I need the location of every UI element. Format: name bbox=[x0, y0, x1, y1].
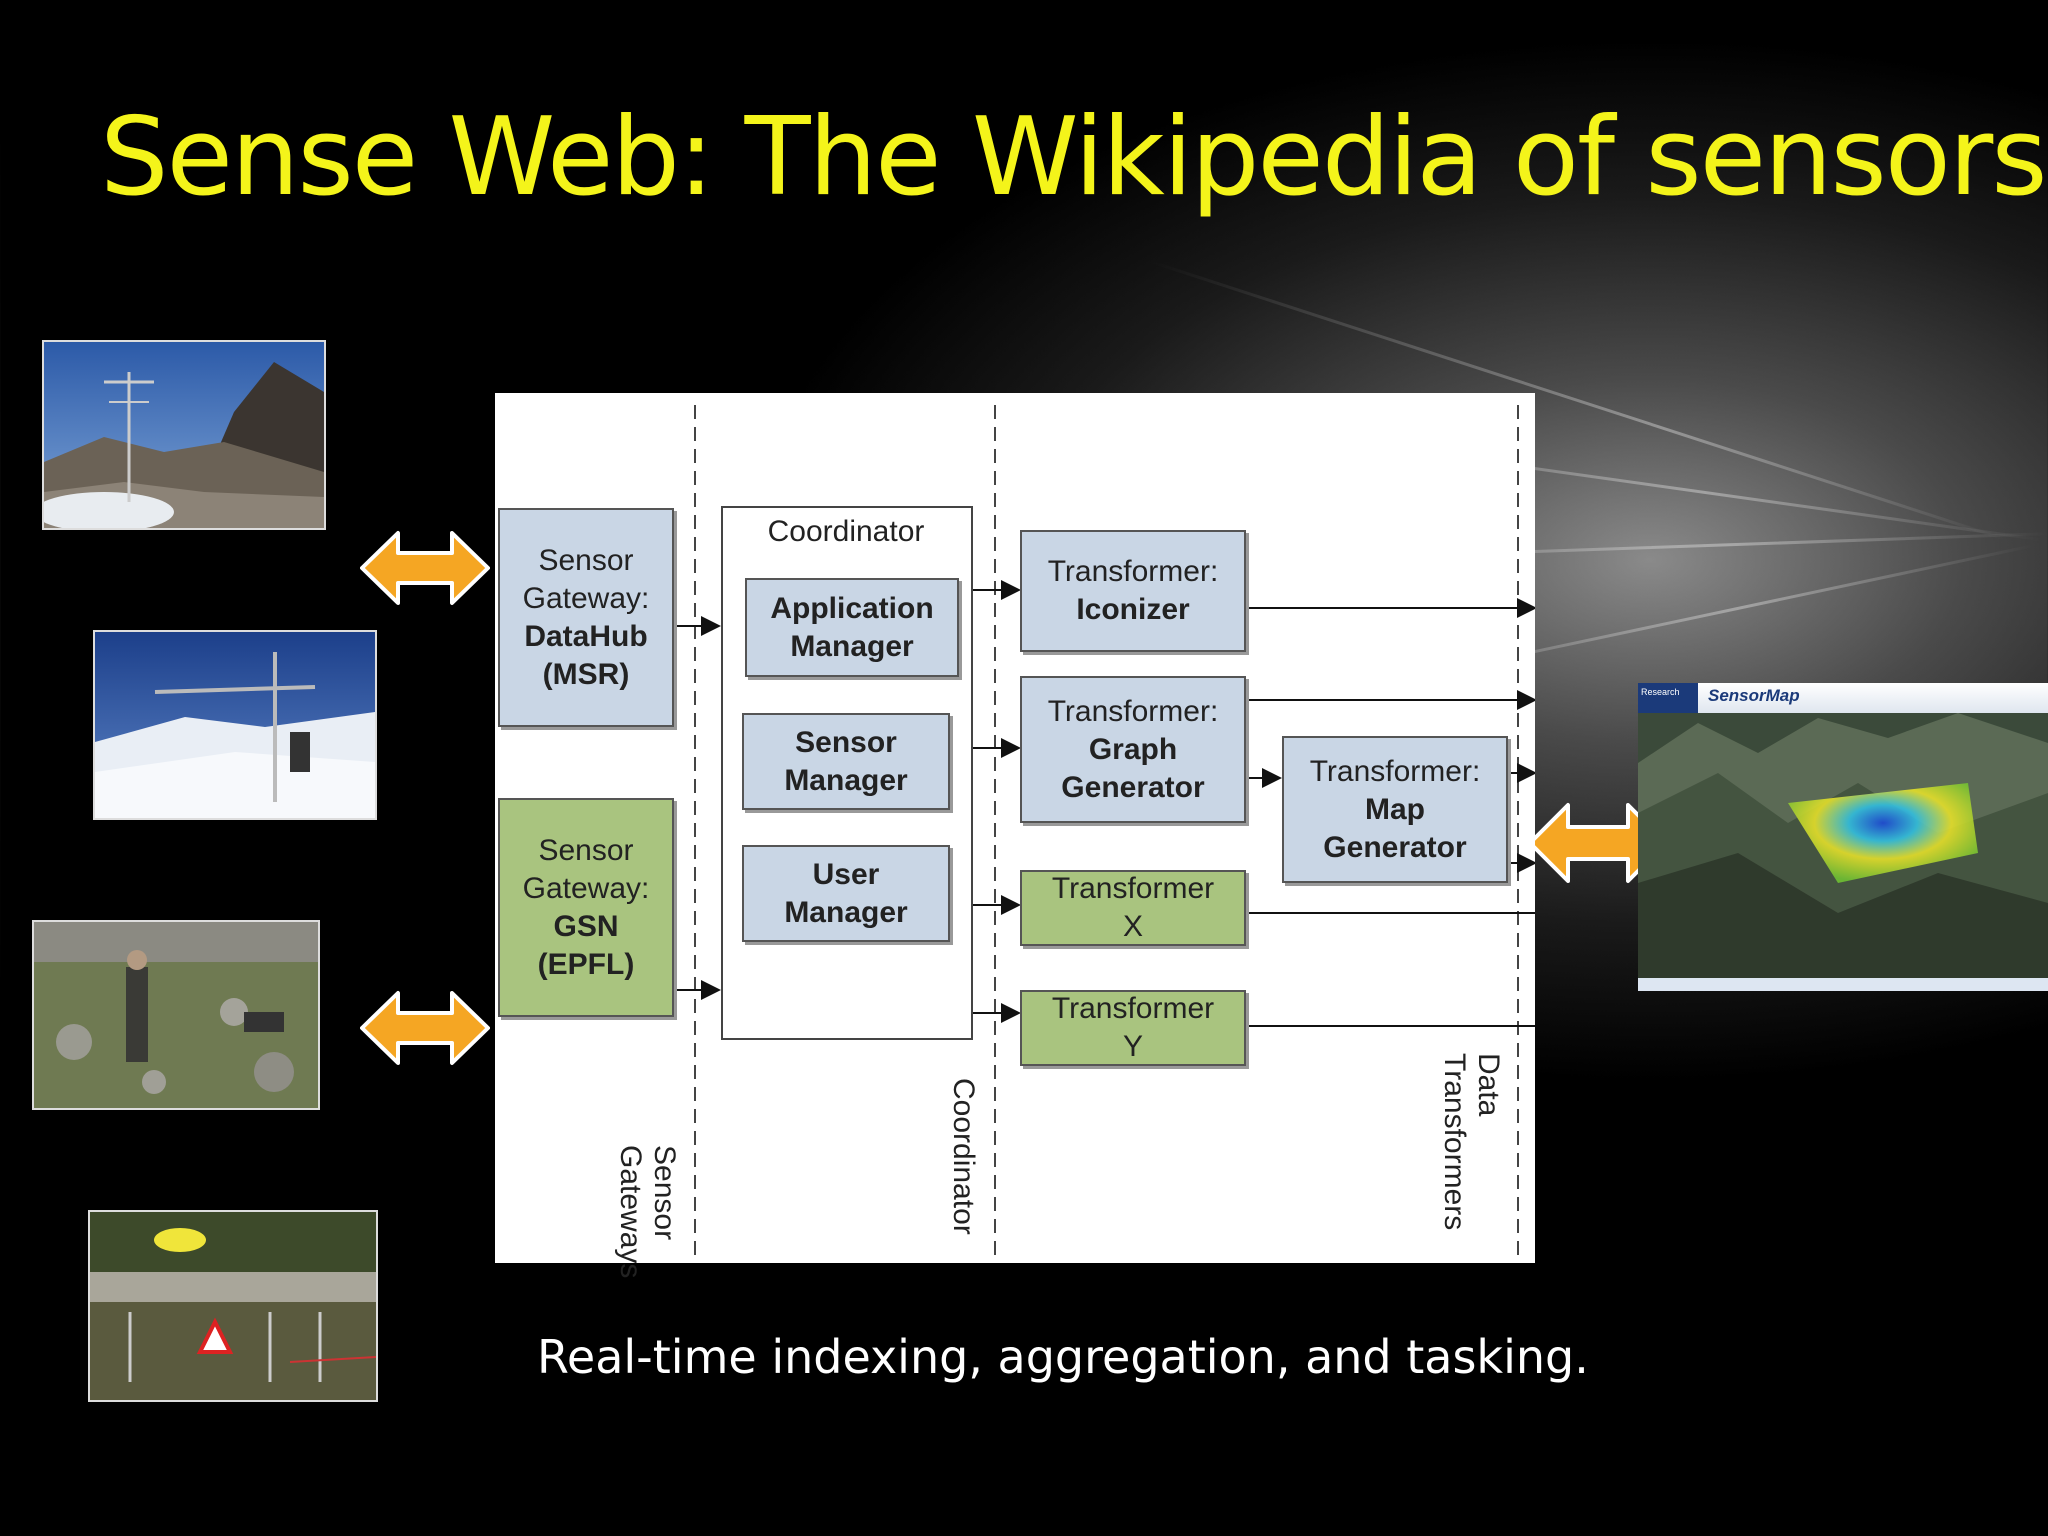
sensormap-brand: SensorMap bbox=[1708, 686, 1800, 705]
box-text: Graph bbox=[1088, 732, 1178, 766]
box-text: Manager bbox=[784, 895, 908, 929]
gateway-datahub-msr: Sensor Gateway: DataHub (MSR) bbox=[498, 508, 674, 727]
transformer-x: Transformer X bbox=[1020, 870, 1246, 946]
sensor-manager: Sensor Manager bbox=[742, 713, 950, 810]
box-text: Gateway: bbox=[522, 871, 650, 905]
box-text: Transformer bbox=[1051, 872, 1215, 905]
photo-water-sensor-site bbox=[88, 1210, 378, 1402]
box-text: Application bbox=[770, 591, 934, 625]
box-text: Gateway: bbox=[522, 581, 650, 615]
label-text: Coordinator bbox=[947, 1078, 980, 1235]
transformer-graph-generator: Transformer: Graph Generator bbox=[1020, 676, 1246, 823]
box-text: DataHub bbox=[524, 619, 648, 653]
diagram-connectors bbox=[671, 405, 1535, 1258]
box-text: (MSR) bbox=[542, 657, 630, 691]
column-label-data-transformers: Data Transformers bbox=[1437, 1053, 1505, 1230]
slide-subtitle: Real-time indexing, aggregation, and tas… bbox=[537, 1330, 1589, 1384]
box-text: User bbox=[812, 857, 880, 891]
box-text: Iconizer bbox=[1076, 593, 1190, 626]
label-text: Gateways bbox=[614, 1145, 647, 1279]
box-text: Transformer bbox=[1051, 992, 1215, 1025]
box-text: Sensor bbox=[795, 725, 897, 759]
application-manager: Application Manager bbox=[745, 578, 959, 677]
transformer-y: Transformer Y bbox=[1020, 990, 1246, 1066]
gateway-gsn-epfl: Sensor Gateway: GSN (EPFL) bbox=[498, 798, 674, 1017]
box-text: Transformer: bbox=[1309, 754, 1481, 788]
box-text: Transformer: bbox=[1047, 555, 1219, 588]
box-text: Generator bbox=[1323, 830, 1467, 864]
user-manager: User Manager bbox=[742, 845, 950, 942]
box-text: Generator bbox=[1061, 770, 1205, 804]
box-text: Transformer: bbox=[1047, 694, 1219, 728]
box-text: Manager bbox=[790, 629, 914, 663]
label-text: Sensor bbox=[648, 1145, 681, 1241]
transformer-iconizer: Transformer: Iconizer bbox=[1020, 530, 1246, 652]
box-text: Sensor bbox=[538, 543, 634, 577]
coordinator-label: Coordinator bbox=[767, 515, 925, 548]
double-arrow-icon bbox=[360, 531, 490, 605]
photo-weather-station-mountain bbox=[42, 340, 326, 530]
label-text: Transformers bbox=[1438, 1053, 1471, 1231]
column-label-coordinator: Coordinator bbox=[946, 1078, 980, 1235]
box-text: (EPFL) bbox=[537, 947, 635, 981]
sensormap-corner-label: Research bbox=[1641, 687, 1680, 697]
photo-weather-station-snow bbox=[93, 630, 377, 820]
architecture-diagram: Sensor Gateway: DataHub (MSR) Sensor Gat… bbox=[495, 393, 1535, 1278]
box-text: Sensor bbox=[538, 833, 634, 867]
column-label-sensor-gateways: Sensor Gateways bbox=[613, 1145, 681, 1278]
box-text: X bbox=[1122, 910, 1143, 943]
box-text: Manager bbox=[784, 763, 908, 797]
box-text: GSN bbox=[553, 909, 619, 943]
double-arrow-icon bbox=[360, 991, 490, 1065]
photo-field-researcher bbox=[32, 920, 320, 1110]
box-text: Y bbox=[1122, 1030, 1143, 1063]
sensormap-screenshot: Research SensorMap bbox=[1638, 683, 2048, 991]
slide-title: Sense Web: The Wikipedia of sensors bbox=[100, 95, 2048, 220]
label-text: Data bbox=[1472, 1053, 1505, 1117]
transformer-map-generator: Transformer: Map Generator bbox=[1282, 736, 1508, 883]
box-text: Map bbox=[1365, 792, 1425, 826]
